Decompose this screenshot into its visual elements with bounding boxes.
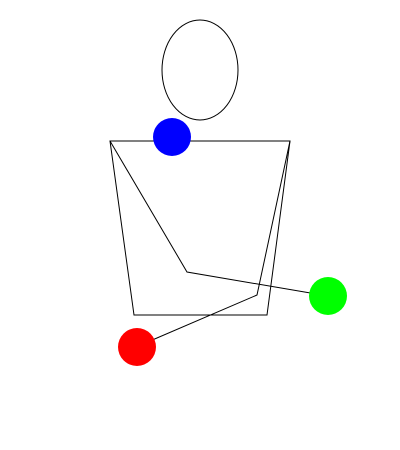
green-marker <box>309 277 347 315</box>
red-marker <box>118 328 156 366</box>
torso-trapezoid <box>109 140 291 316</box>
blue-marker <box>153 118 191 156</box>
arm-to-red-marker <box>135 140 291 348</box>
head-ellipse <box>161 19 239 121</box>
arm-to-green-marker <box>109 140 329 297</box>
